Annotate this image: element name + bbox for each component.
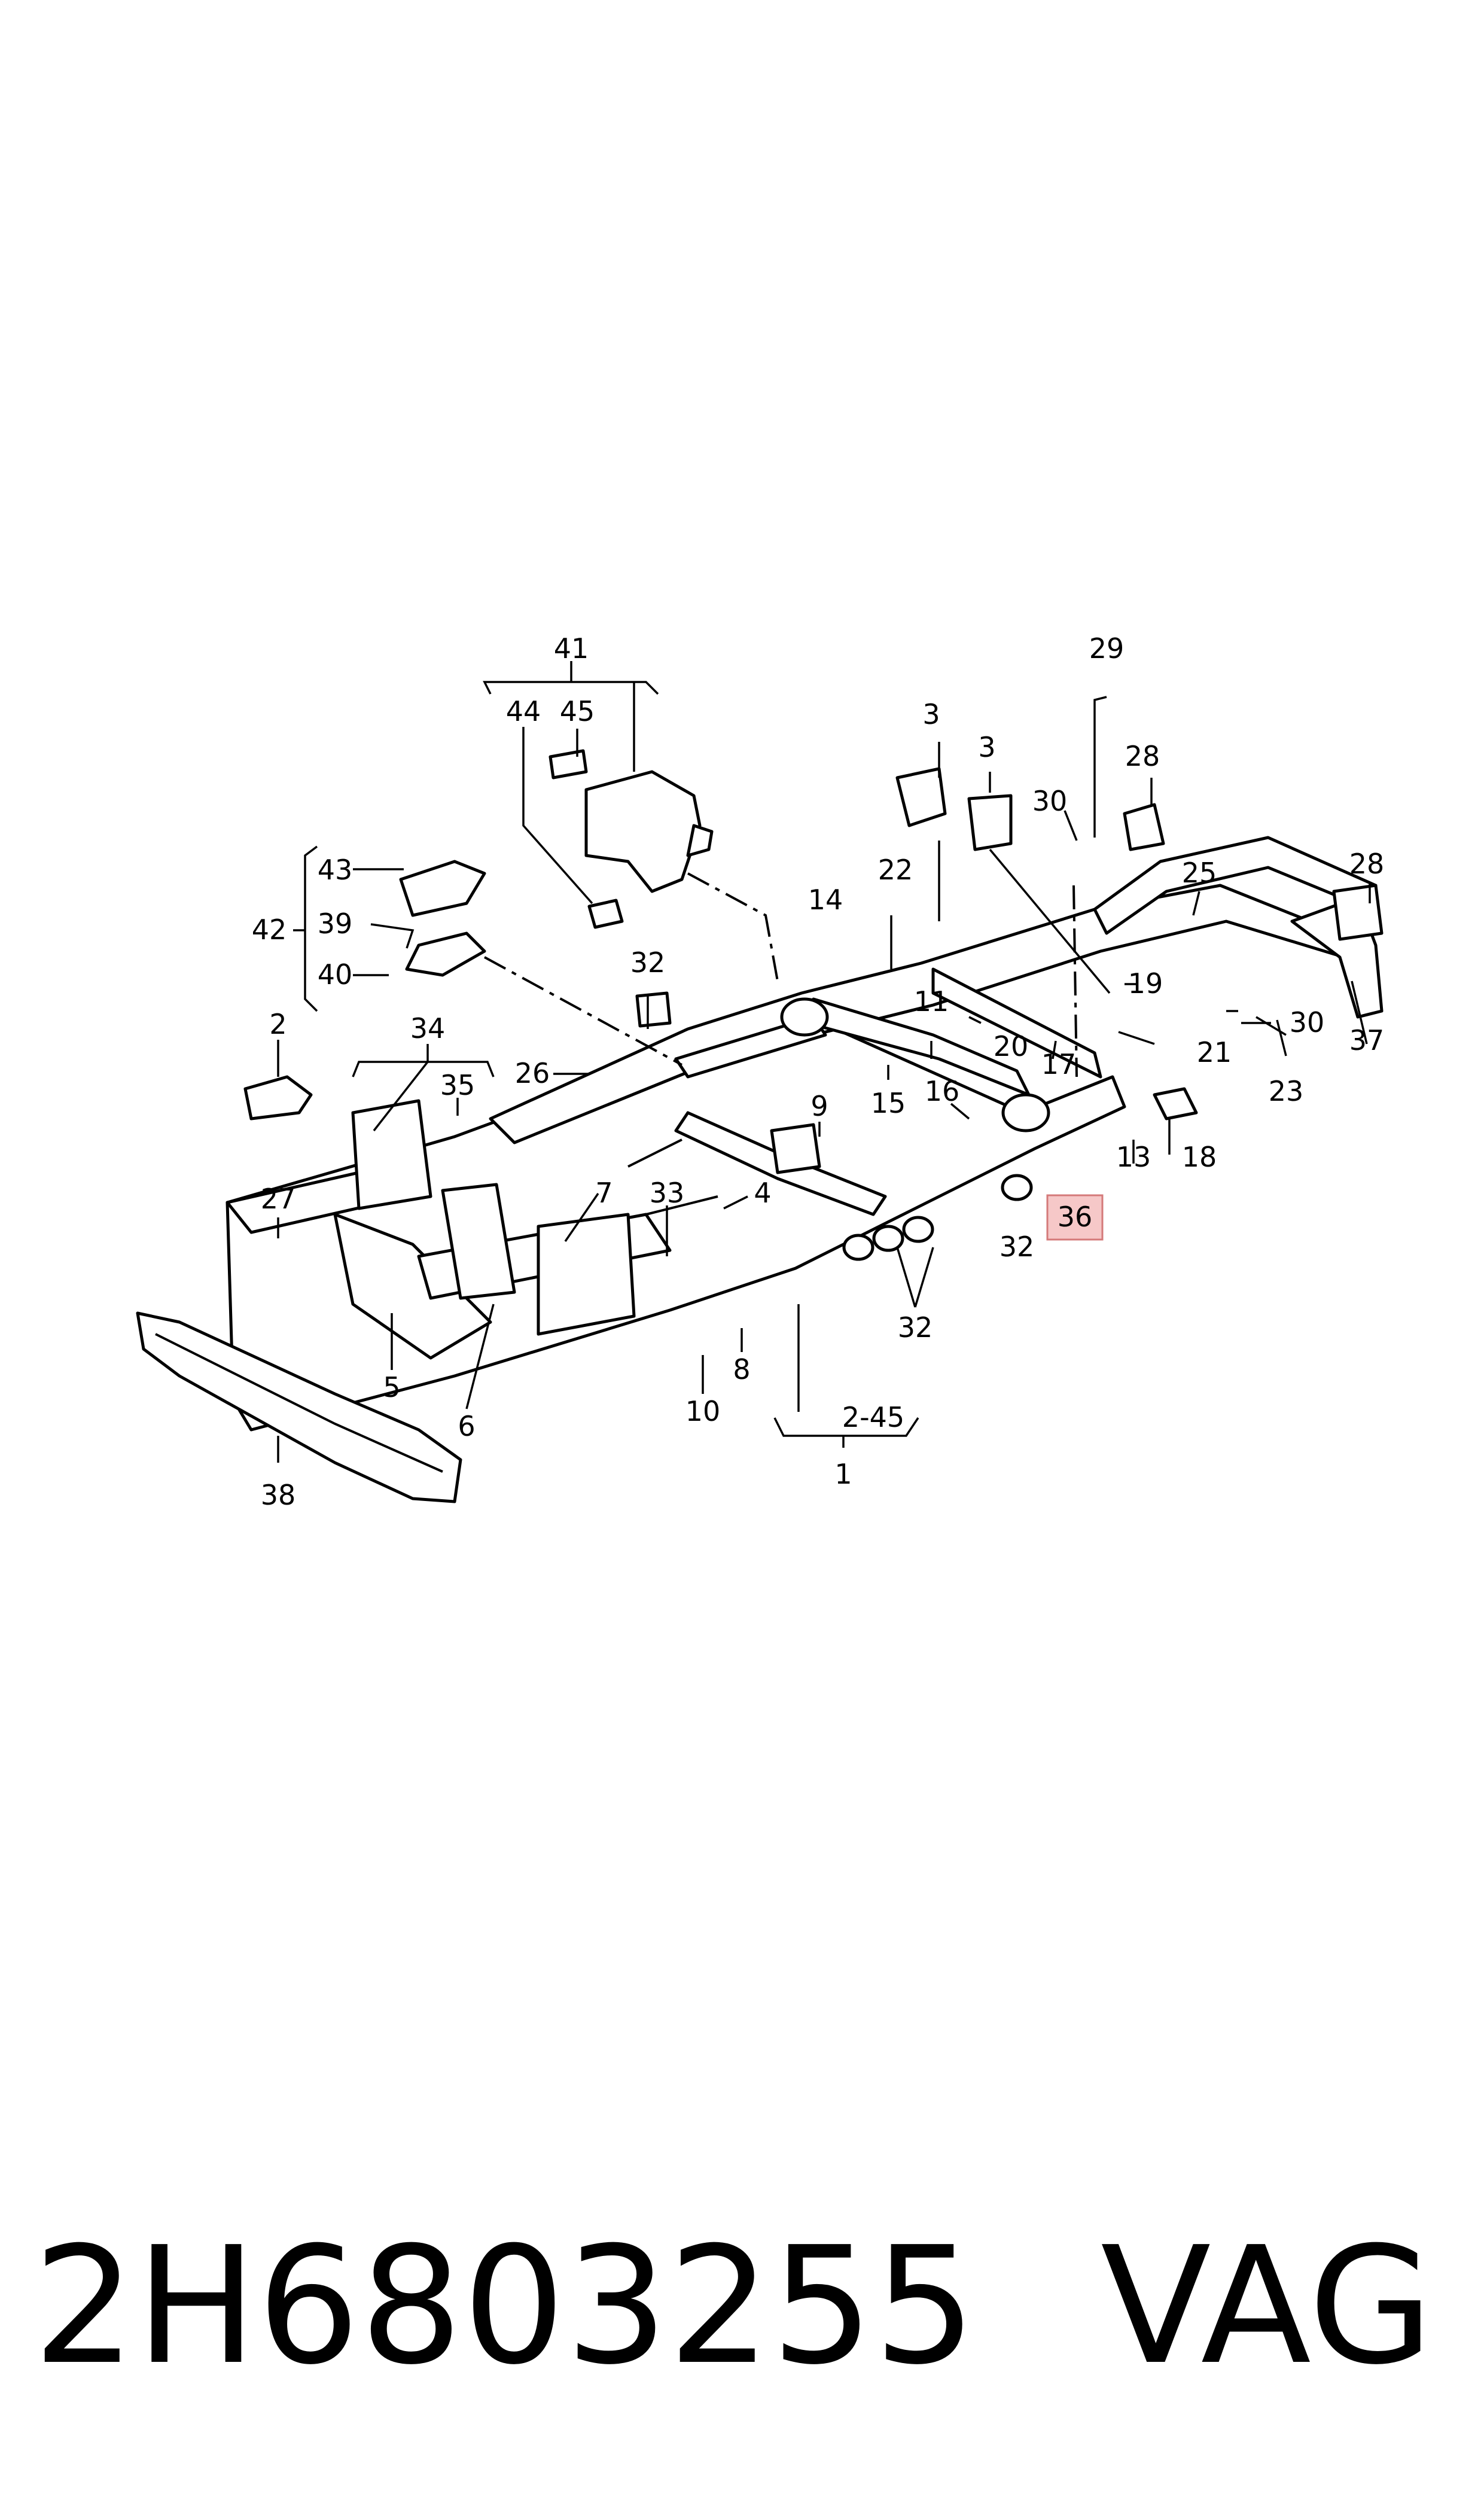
callout-8: 8 [733, 1353, 750, 1386]
callout-15: 15 [871, 1087, 906, 1119]
callout-32c: 32 [1000, 1231, 1035, 1263]
callout-43: 43 [318, 854, 353, 886]
callout-16: 16 [925, 1075, 960, 1107]
part-number: 2H6803255 [33, 2212, 977, 2400]
callout-44: 44 [506, 695, 541, 727]
callout-23: 23 [1269, 1075, 1304, 1107]
callout-3a: 3 [922, 698, 940, 730]
callout-32b: 32 [898, 1311, 933, 1344]
callout-4: 4 [754, 1177, 771, 1209]
callout-35: 35 [440, 1069, 476, 1101]
callout-5: 5 [383, 1371, 400, 1403]
callout-36: 36 [1058, 1201, 1093, 1233]
callout-27: 27 [261, 1183, 296, 1215]
callout-25: 25 [1182, 857, 1217, 889]
callout-19: 19 [1128, 967, 1163, 1000]
callout-2-45: 2-45 [842, 1401, 904, 1433]
callout-10: 10 [685, 1395, 721, 1427]
callout-18: 18 [1182, 1141, 1217, 1173]
brand-name: VAG [1101, 2212, 1434, 2400]
callout-9: 9 [810, 1090, 828, 1122]
callout-11: 11 [914, 985, 949, 1018]
callout-28b: 28 [1349, 848, 1385, 880]
callout-39: 39 [318, 908, 353, 940]
callout-labels: 41 44 45 43 42 39 40 32 2 34 35 26 27 7 … [252, 632, 1385, 1511]
exploded-diagram: 41 44 45 43 42 39 40 32 2 34 35 26 27 7 … [136, 632, 1385, 1511]
callout-38: 38 [261, 1479, 296, 1511]
callout-1: 1 [834, 1458, 852, 1490]
callout-2: 2 [269, 1008, 287, 1040]
callout-30b: 30 [1290, 1006, 1325, 1039]
callout-28a: 28 [1125, 740, 1160, 772]
callout-33: 33 [650, 1177, 685, 1209]
callout-22: 22 [878, 854, 913, 886]
callout-40: 40 [318, 958, 353, 991]
callout-30a: 30 [1032, 785, 1068, 817]
callout-21: 21 [1197, 1036, 1232, 1068]
callout-41: 41 [554, 632, 589, 665]
callout-20: 20 [994, 1030, 1029, 1062]
callout-37: 37 [1349, 1024, 1385, 1056]
callout-3b: 3 [978, 731, 995, 763]
highlight-box-36 [1046, 1194, 1104, 1241]
callout-7: 7 [595, 1177, 613, 1209]
leader-lines [277, 661, 1371, 1463]
callout-6: 6 [458, 1410, 475, 1442]
callout-29: 29 [1089, 632, 1125, 665]
callout-26: 26 [515, 1057, 550, 1089]
callout-42: 42 [252, 914, 287, 946]
callout-45: 45 [560, 695, 595, 727]
callout-17: 17 [1041, 1048, 1077, 1080]
callout-13: 13 [1116, 1141, 1151, 1173]
callout-14: 14 [808, 884, 843, 916]
callout-34: 34 [410, 1012, 446, 1045]
callout-32: 32 [630, 946, 666, 979]
frame-main [136, 749, 1384, 1503]
